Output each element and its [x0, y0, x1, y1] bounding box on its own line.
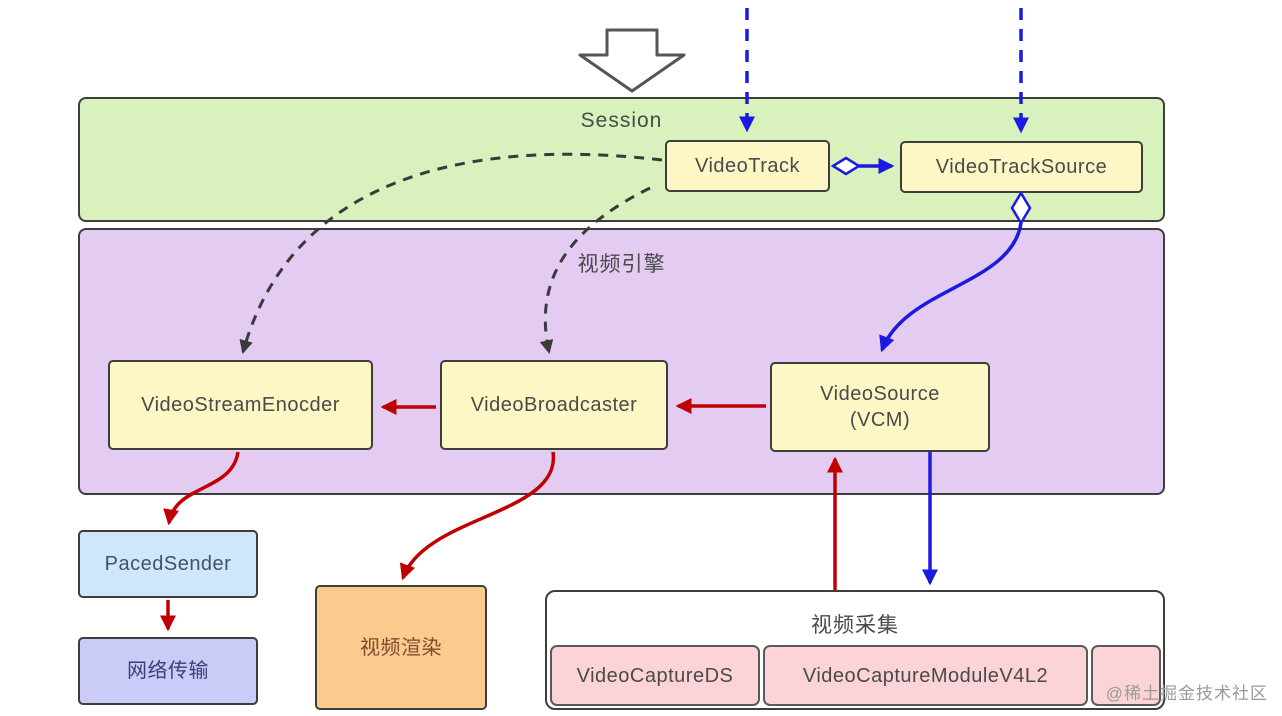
node-paced-sender: PacedSender: [78, 530, 258, 598]
node-paced-sender-label: PacedSender: [104, 553, 232, 575]
node-video-track-source-label: VideoTrackSource: [935, 156, 1108, 178]
node-video-source: VideoSource (VCM): [770, 362, 990, 452]
big-down-arrow-icon: [578, 28, 686, 93]
node-video-track-source: VideoTrackSource: [900, 141, 1143, 193]
session-label: Session: [580, 109, 663, 132]
video-engine-label: 视频引擎: [577, 253, 666, 276]
node-video-broadcaster: VideoBroadcaster: [440, 360, 668, 450]
video-capture-label: 视频采集: [811, 614, 899, 637]
node-video-stream-encoder: VideoStreamEnocder: [108, 360, 373, 450]
node-video-broadcaster-label: VideoBroadcaster: [470, 394, 638, 416]
node-video-track-label: VideoTrack: [694, 155, 801, 177]
node-video-track: VideoTrack: [665, 140, 830, 192]
node-video-capture-ds-label: VideoCaptureDS: [576, 664, 734, 687]
node-video-render-label: 视频渲染: [360, 636, 442, 659]
node-video-source-sublabel: (VCM): [849, 409, 911, 431]
node-network-transport: 网络传输: [78, 637, 258, 705]
node-video-capture-module-v4l2: VideoCaptureModuleV4L2: [763, 645, 1088, 706]
watermark: @稀土掘金技术社区: [1105, 684, 1268, 703]
node-video-capture-extra: [1091, 645, 1161, 706]
node-network-transport-label: 网络传输: [127, 660, 209, 682]
node-video-stream-encoder-label: VideoStreamEnocder: [141, 394, 340, 416]
node-video-source-label: VideoSource: [820, 383, 940, 405]
node-video-capture-ds: VideoCaptureDS: [550, 645, 760, 706]
node-video-render: 视频渲染: [315, 585, 487, 710]
node-video-capture-module-v4l2-label: VideoCaptureModuleV4L2: [802, 664, 1049, 687]
